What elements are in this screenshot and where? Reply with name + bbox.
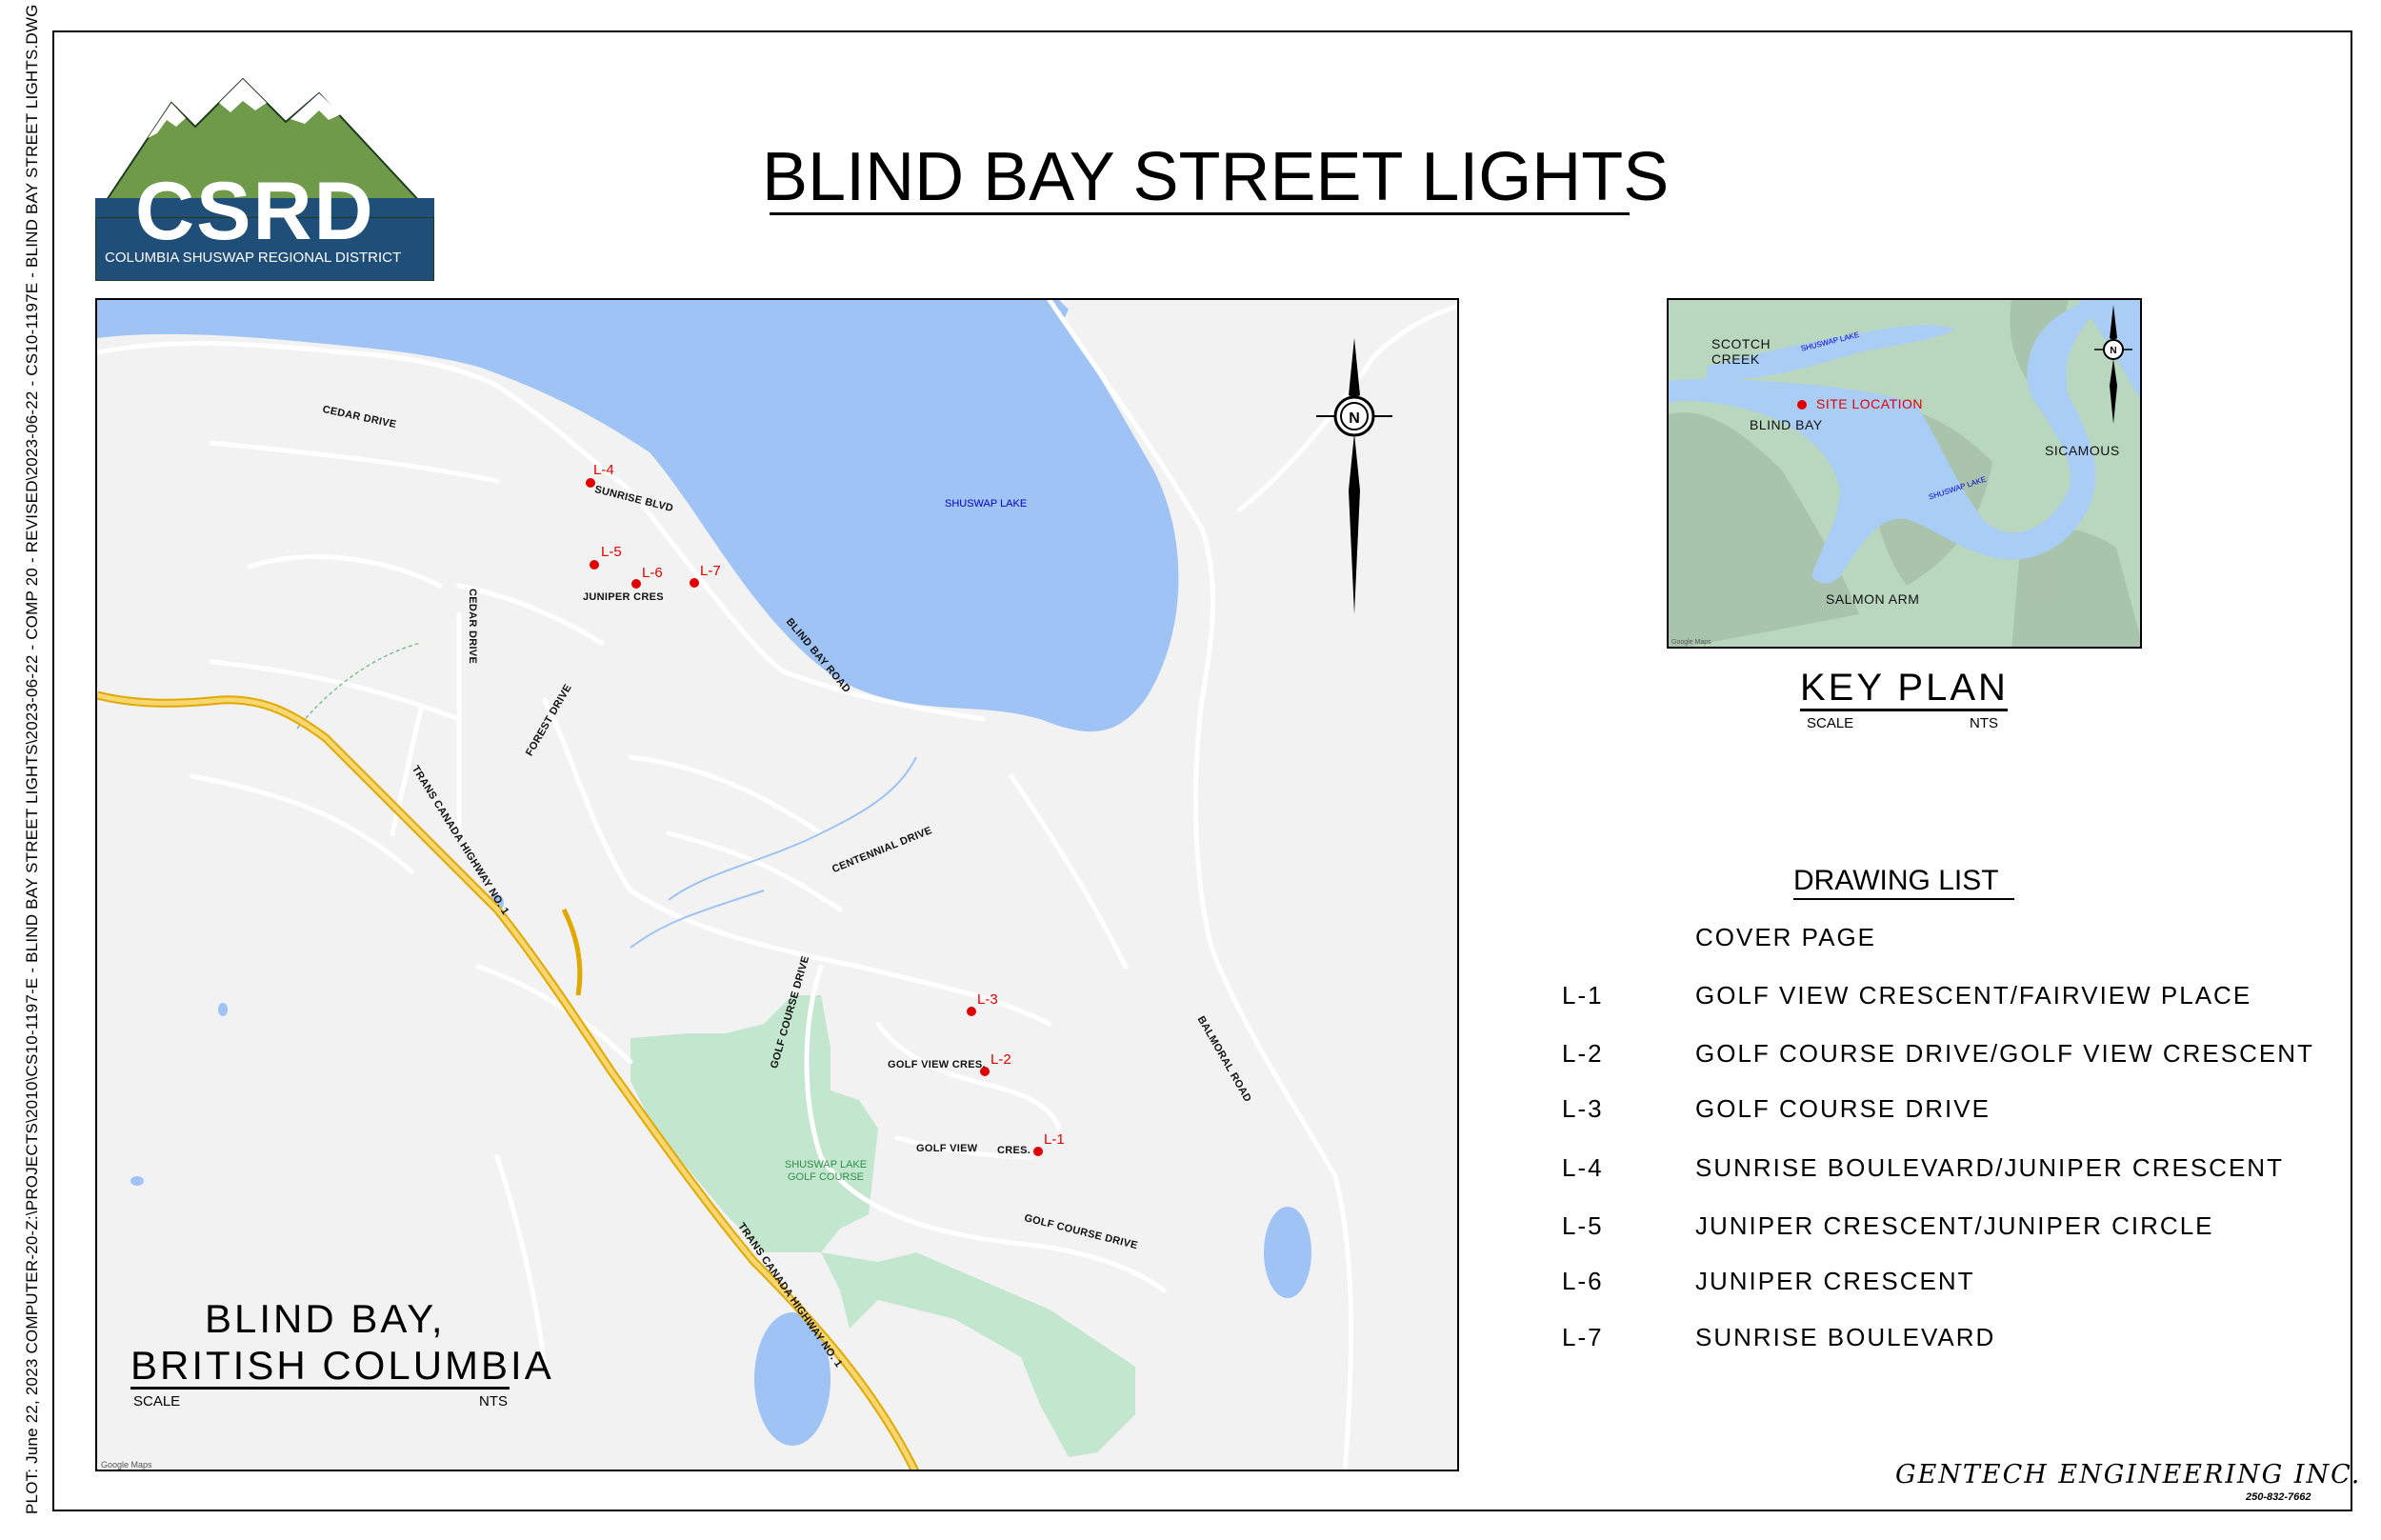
marker-label-l7: L-7 <box>700 563 721 579</box>
drawing-list-code: L-3 <box>1562 1094 1604 1123</box>
marker-label-l5: L-5 <box>601 544 622 560</box>
firm-phone: 250-832-7662 <box>2246 1491 2311 1503</box>
logo-acronym: CSRD <box>135 166 375 257</box>
marker-dot-l5 <box>590 560 599 570</box>
map-caption-line1: BLIND BAY, <box>205 1296 446 1341</box>
csrd-logo: CSRD COLUMBIA SHUSWAP REGIONAL DISTRICT <box>93 74 437 282</box>
drawing-list-code: L-5 <box>1562 1211 1604 1240</box>
marker-dot-l4 <box>586 478 595 488</box>
drawing-list-title: COVER PAGE <box>1695 923 1877 951</box>
drawing-list-heading: DRAWING LIST <box>1793 865 1999 896</box>
map-caption-line2: BRITISH COLUMBIA <box>130 1343 554 1388</box>
key-label-salmon-arm: SALMON ARM <box>1826 591 1920 607</box>
key-plan-graphics: N <box>1669 300 2140 647</box>
key-north-arrow-icon: N <box>2094 305 2132 424</box>
drawing-list-title: GOLF COURSE DRIVE <box>1695 1094 1991 1123</box>
marker-dot-l3 <box>967 1007 976 1016</box>
key-lake-water <box>1707 325 1954 381</box>
small-lake <box>1264 1207 1311 1298</box>
street-label-golf-view-cres-upper: GOLF VIEW CRES. <box>888 1059 986 1070</box>
map-scale-value: NTS <box>479 1393 508 1410</box>
page-title: BLIND BAY STREET LIGHTS <box>762 139 1670 215</box>
firm-name: GENTECH ENGINEERING INC. <box>1895 1460 2362 1490</box>
small-lake <box>130 1176 144 1186</box>
logo-full-name: COLUMBIA SHUSWAP REGIONAL DISTRICT <box>105 250 402 266</box>
key-scale-value: NTS <box>1970 715 1998 731</box>
marker-dot-l1 <box>1033 1147 1043 1156</box>
key-plan-underline <box>1800 709 2008 711</box>
street-label-cres-lower: CRES. <box>997 1145 1031 1156</box>
key-label-site-location: SITE LOCATION <box>1816 396 1924 411</box>
drawing-list-code: L-7 <box>1562 1323 1604 1351</box>
key-scale-label: SCALE <box>1807 715 1854 731</box>
drawing-list-underline <box>1793 898 2014 900</box>
site-location-dot <box>1797 400 1807 410</box>
drawing-list-title: JUNIPER CRESCENT <box>1695 1267 1975 1295</box>
marker-label-l2: L-2 <box>990 1051 1011 1068</box>
north-arrow-icon: N <box>1316 338 1392 614</box>
key-map-credit: Google Maps <box>1671 639 1711 646</box>
key-label-scotch-creek: SCOTCH CREEK <box>1711 336 1771 367</box>
map-scale-label: SCALE <box>133 1393 181 1410</box>
marker-dot-l7 <box>690 578 699 588</box>
main-map-graphics: N <box>97 300 1457 1470</box>
drawing-list-title: SUNRISE BOULEVARD/JUNIPER CRESCENT <box>1695 1153 2284 1182</box>
key-label-blind-bay: BLIND BAY <box>1750 417 1823 432</box>
marker-dot-l2 <box>980 1067 990 1076</box>
drawing-list-code: L-6 <box>1562 1267 1604 1295</box>
drawing-list-code: L-1 <box>1562 981 1604 1010</box>
key-plan-map: N SCOTCH CREEK SITE LOCATION BLIND BAY S… <box>1667 298 2142 649</box>
drawing-list-code: L-4 <box>1562 1153 1604 1182</box>
drawing-list-title: GOLF VIEW CRESCENT/FAIRVIEW PLACE <box>1695 981 2252 1010</box>
main-map: N SHUSWAP LAKE SHUSWAP LAKE GOLF COURSE … <box>95 298 1459 1471</box>
svg-text:N: N <box>1349 410 1360 427</box>
small-lake <box>754 1312 830 1446</box>
drawing-list-code: L-2 <box>1562 1039 1604 1068</box>
key-plan-caption: KEY PLAN <box>1800 667 2009 709</box>
marker-label-l3: L-3 <box>977 991 998 1008</box>
drawing-list-title: SUNRISE BOULEVARD <box>1695 1323 1996 1351</box>
street-label-golf-view-lower: GOLF VIEW <box>916 1143 978 1154</box>
plot-stamp: PLOT: June 22, 2023 COMPUTER-20-Z:\PROJE… <box>23 4 41 1514</box>
drawing-list-title: JUNIPER CRESCENT/JUNIPER CIRCLE <box>1695 1211 2214 1240</box>
key-label-sicamous: SICAMOUS <box>2045 443 2120 458</box>
street-label-juniper-cres: JUNIPER CRES <box>583 591 664 603</box>
shuswap-lake-water <box>97 300 1179 732</box>
marker-label-l4: L-4 <box>593 462 614 478</box>
street-label-cedar-drive-side: CEDAR DRIVE <box>467 589 478 665</box>
map-credit: Google Maps <box>101 1460 152 1470</box>
small-lake <box>218 1003 228 1016</box>
marker-dot-l6 <box>631 579 641 589</box>
sheet-border <box>52 30 2352 1511</box>
marker-label-l6: L-6 <box>642 565 663 581</box>
golf-course-label: SHUSWAP LAKE GOLF COURSE <box>784 1159 868 1183</box>
svg-text:N: N <box>2110 346 2116 356</box>
marker-label-l1: L-1 <box>1044 1131 1065 1148</box>
title-underline <box>770 212 1630 215</box>
drawing-list-title: GOLF COURSE DRIVE/GOLF VIEW CRESCENT <box>1695 1039 2314 1068</box>
shuswap-lake-label: SHUSWAP LAKE <box>945 498 1028 510</box>
map-caption-underline <box>130 1387 510 1390</box>
golf-course-area <box>630 995 1135 1457</box>
